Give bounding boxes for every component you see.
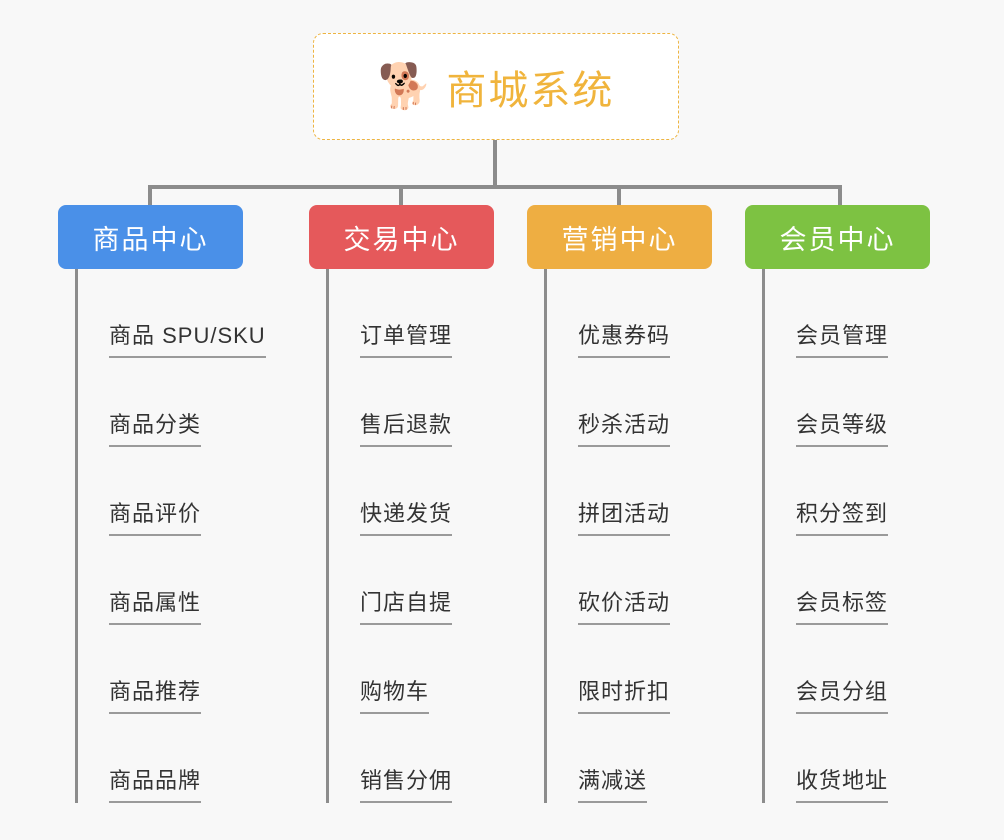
list-item-label: 会员等级 [796,407,889,447]
column-items-product-center: 商品 SPU/SKU 商品分类商品评价商品属性商品推荐商品品牌 [75,269,266,803]
list-item[interactable]: 商品分类 [78,358,243,447]
list-item[interactable]: 限时折扣 [547,625,712,714]
column-marketing-center: 营销中心优惠券码秒杀活动拼团活动砍价活动限时折扣满减送 [527,205,712,803]
connector-drop-1 [148,185,152,210]
list-item[interactable]: 商品 SPU/SKU [78,269,266,358]
root-node-mall-system[interactable]: 🐕 商城系统 [313,33,679,140]
list-item[interactable]: 商品评价 [78,447,243,536]
column-header-trade-center[interactable]: 交易中心 [309,205,494,269]
list-item[interactable]: 优惠券码 [547,269,712,358]
list-item[interactable]: 快递发货 [329,447,494,536]
list-item[interactable]: 商品品牌 [78,714,243,803]
column-product-center: 商品中心商品 SPU/SKU 商品分类商品评价商品属性商品推荐商品品牌 [58,205,266,803]
list-item-label: 积分签到 [796,496,889,536]
column-header-product-center[interactable]: 商品中心 [58,205,243,269]
column-header-marketing-center[interactable]: 营销中心 [527,205,712,269]
list-item-label: 商品评价 [109,496,202,536]
list-item-label: 限时折扣 [578,674,671,714]
column-header-member-center[interactable]: 会员中心 [745,205,930,269]
column-items-trade-center: 订单管理售后退款快递发货门店自提购物车销售分佣 [326,269,494,803]
list-item[interactable]: 砍价活动 [547,536,712,625]
list-item-label: 购物车 [360,674,430,714]
list-item[interactable]: 收货地址 [765,714,930,803]
list-item-label: 优惠券码 [578,318,671,358]
list-item[interactable]: 拼团活动 [547,447,712,536]
list-item-label: 会员标签 [796,585,889,625]
list-item-label: 售后退款 [360,407,453,447]
list-item-label: 商品 SPU/SKU [109,318,266,358]
list-item[interactable]: 积分签到 [765,447,930,536]
list-item-label: 拼团活动 [578,496,671,536]
list-item-label: 砍价活动 [578,585,671,625]
list-item-label: 满减送 [578,763,648,803]
list-item[interactable]: 售后退款 [329,358,494,447]
list-item-label: 商品推荐 [109,674,202,714]
list-item[interactable]: 订单管理 [329,269,494,358]
column-items-marketing-center: 优惠券码秒杀活动拼团活动砍价活动限时折扣满减送 [544,269,712,803]
list-item[interactable]: 会员等级 [765,358,930,447]
list-item-label: 会员管理 [796,318,889,358]
list-item-label: 销售分佣 [360,763,453,803]
list-item[interactable]: 商品推荐 [78,625,243,714]
list-item-label: 门店自提 [360,585,453,625]
connector-horizontal-bar [148,185,842,189]
list-item[interactable]: 满减送 [547,714,712,803]
list-item[interactable]: 商品属性 [78,536,243,625]
list-item[interactable]: 购物车 [329,625,494,714]
connector-root-stem [493,140,497,187]
connector-drop-4 [838,185,842,210]
list-item[interactable]: 会员管理 [765,269,930,358]
column-trade-center: 交易中心订单管理售后退款快递发货门店自提购物车销售分佣 [309,205,494,803]
dog-face-icon: 🐕 [377,60,433,112]
list-item[interactable]: 秒杀活动 [547,358,712,447]
column-member-center: 会员中心会员管理会员等级积分签到会员标签会员分组收货地址 [745,205,930,803]
list-item[interactable]: 门店自提 [329,536,494,625]
root-node-title: 商城系统 [446,68,615,113]
list-item-label: 商品属性 [109,585,202,625]
list-item-label: 秒杀活动 [578,407,671,447]
list-item-label: 快递发货 [360,496,453,536]
connector-drop-3 [617,185,621,210]
list-item-label: 商品品牌 [109,763,202,803]
connector-drop-2 [399,185,403,210]
list-item-label: 收货地址 [796,763,889,803]
list-item[interactable]: 销售分佣 [329,714,494,803]
list-item[interactable]: 会员标签 [765,536,930,625]
column-items-member-center: 会员管理会员等级积分签到会员标签会员分组收货地址 [762,269,930,803]
list-item-label: 会员分组 [796,674,889,714]
list-item[interactable]: 会员分组 [765,625,930,714]
list-item-label: 商品分类 [109,407,202,447]
list-item-label: 订单管理 [360,318,453,358]
